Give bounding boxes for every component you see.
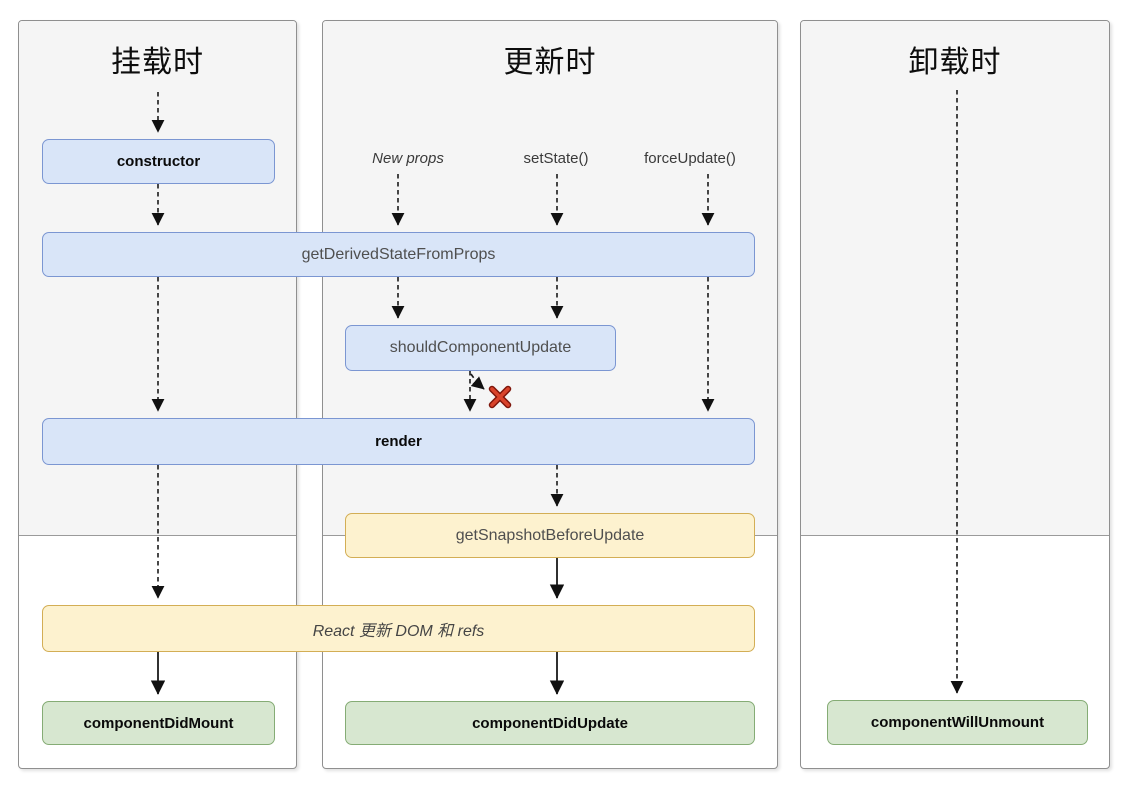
mounting-panel-title: 挂载时 — [111, 46, 204, 79]
lifecycle-box-getsnapshotbeforeupdate: getSnapshotBeforeUpdate — [345, 513, 755, 558]
lifecycle-box-react-updates-dom: React 更新 DOM 和 refs — [42, 605, 755, 652]
unmounting-render-phase-background — [801, 21, 1109, 536]
trigger-label-forceupdate: forceUpdate() — [644, 150, 736, 167]
lifecycle-box-componentwillunmount: componentWillUnmount — [827, 700, 1088, 745]
lifecycle-box-render: render — [42, 418, 755, 465]
trigger-label-setstate: setState() — [523, 150, 589, 167]
lifecycle-box-shouldcomponentupdate: shouldComponentUpdate — [345, 325, 616, 371]
lifecycle-box-componentdidmount: componentDidMount — [42, 701, 275, 745]
lifecycle-box-getderivedstatefromprops: getDerivedStateFromProps — [42, 232, 755, 277]
unmounting-panel-title: 卸载时 — [908, 46, 1002, 79]
mounting-panel: 挂载时 — [18, 20, 297, 769]
trigger-label-new-props: New props — [372, 150, 444, 167]
lifecycle-box-constructor: constructor — [42, 139, 275, 184]
updating-panel-title: 更新时 — [503, 46, 597, 79]
lifecycle-box-componentdidupdate: componentDidUpdate — [345, 701, 755, 745]
updating-panel: 更新时 — [322, 20, 778, 769]
unmounting-panel: 卸载时 — [800, 20, 1110, 769]
